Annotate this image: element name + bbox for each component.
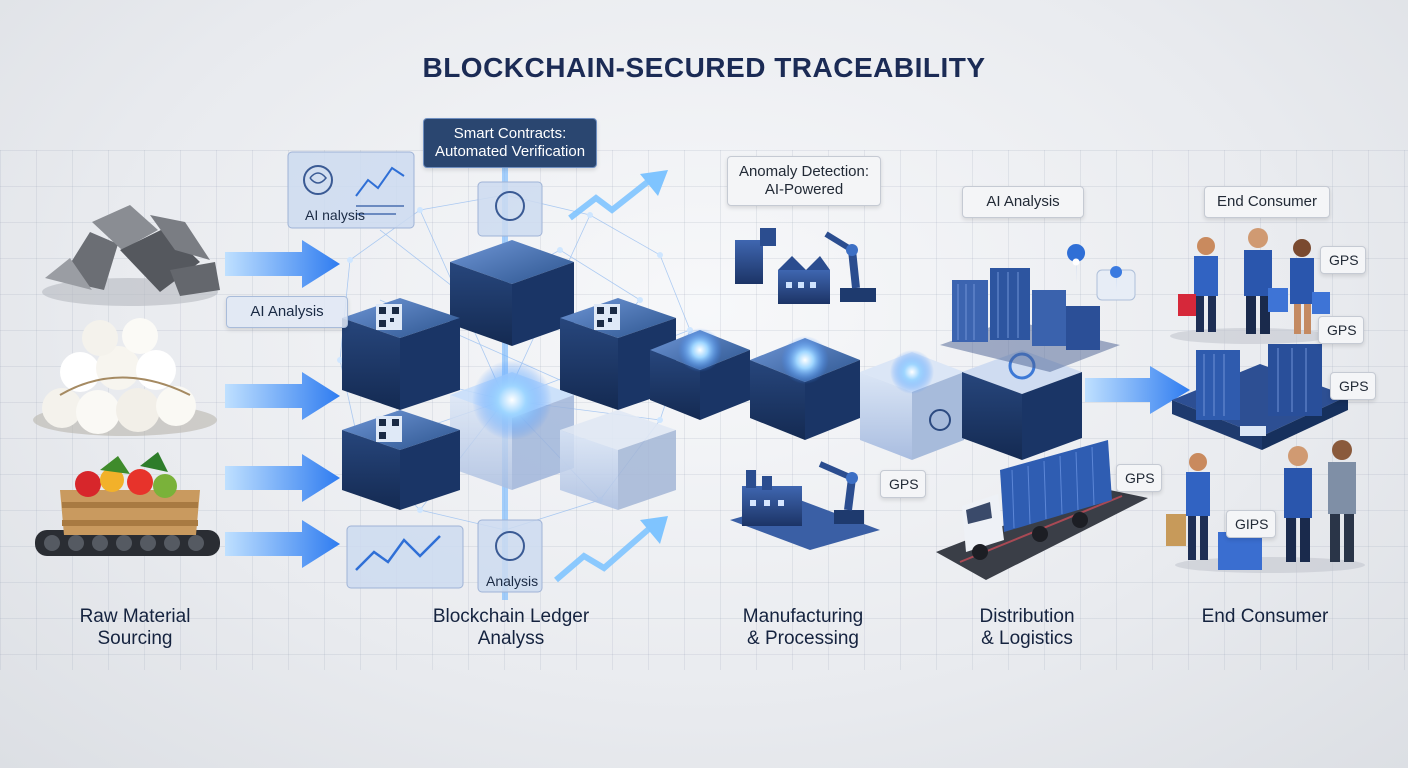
anomaly-line2: AI-Powered [764, 181, 844, 198]
stage-label-raw-material: Raw Material Sourcing [40, 606, 230, 650]
input-arrows [225, 240, 1190, 568]
stage-label-end-consumer: End Consumer [1170, 606, 1360, 628]
gps-badge-1: GPS [1320, 246, 1366, 274]
gps-badge-5: GPS [1116, 464, 1162, 492]
gps-badge-2: GPS [1318, 316, 1364, 344]
ledger-cube-left-lower [342, 410, 460, 510]
stage-label-blockchain-ledger: Blockchain Ledger Analyss [396, 606, 626, 650]
ledger-cube-left-upper [342, 298, 460, 410]
stage-label-line2: & Processing [747, 628, 859, 649]
chart-screen-bottom [346, 525, 464, 589]
gps-badge-6: GIPS [1226, 510, 1276, 538]
factory-icon-top [778, 256, 830, 304]
anomaly-detection-callout: Anomaly Detection: AI-Powered [727, 156, 881, 206]
analysis-tile-bottom [477, 519, 543, 593]
stage-label-line1: Blockchain Ledger [432, 606, 590, 627]
ai-analysis-right-label: AI Analysis [962, 186, 1084, 218]
brain-icon [495, 531, 525, 561]
ai-analysis-screen [287, 151, 415, 229]
location-pin-icon [1067, 244, 1086, 284]
smart-contracts-callout: Smart Contracts: Automated Verification [423, 118, 597, 168]
stage-label-line2: & Logistics [981, 628, 1073, 649]
robot-arm-icon-bottom [818, 461, 864, 524]
stage-label-line1: End Consumer [1201, 606, 1329, 627]
truck-icon [962, 440, 1112, 560]
shopping-bag-icon [1312, 292, 1330, 314]
container-stack [940, 268, 1120, 372]
raw-material-rocks [42, 205, 220, 306]
location-pin-badge [1096, 266, 1136, 301]
raw-material-cotton [33, 318, 217, 436]
container-icon [1268, 344, 1322, 416]
trend-arrow-bottom [554, 516, 668, 583]
raw-material-produce-crate [35, 452, 220, 556]
brain-icon [303, 165, 333, 195]
end-consumer-top-label: End Consumer [1204, 186, 1330, 218]
consumer-group-bottom [1166, 440, 1365, 573]
shopping-bag-icon [1166, 514, 1186, 546]
brain-tile-top [477, 181, 543, 237]
gps-badge-3: GPS [1330, 372, 1376, 400]
stage-label-line1: Manufacturing [742, 606, 864, 627]
ai-analysis-screen-label: AI nalysis [305, 207, 365, 223]
shopping-bag-icon [1218, 532, 1262, 570]
shopping-bag-icon [1178, 294, 1196, 316]
gps-badge-4: GPS [880, 470, 926, 498]
stage-label-line2: Sourcing [97, 628, 173, 649]
stage-label-line1: Raw Material [79, 606, 191, 627]
process-cube-1 [650, 328, 750, 420]
smart-contracts-line2: Automated Verification [434, 143, 586, 160]
machine-icon-top [735, 228, 776, 284]
robot-arm-icon-top [824, 231, 876, 302]
brain-icon [495, 191, 525, 221]
factory-icon-bottom [730, 470, 880, 550]
consumer-group-top [1170, 228, 1330, 344]
stage-label-manufacturing: Manufacturing & Processing [708, 606, 898, 650]
process-cube-3-glass [860, 350, 964, 460]
trend-arrow-top [568, 170, 668, 221]
stage-label-distribution: Distribution & Logistics [932, 606, 1122, 650]
analysis-bottom-label: Analysis [486, 573, 539, 589]
stage-label-line2: Analyss [477, 628, 545, 649]
fingerprint-icon [929, 409, 951, 431]
smart-contracts-line1: Smart Contracts: [453, 125, 567, 142]
stage-label-line1: Distribution [979, 606, 1075, 627]
shopping-bag-icon [1268, 288, 1288, 312]
ledger-cube-center-glow [450, 360, 574, 490]
page-title: BLOCKCHAIN-SECURED TRACEABILITY [422, 52, 986, 83]
ledger-cube-top-center [450, 240, 574, 346]
process-cube-2 [750, 336, 860, 440]
consumer-platform [1172, 344, 1348, 450]
ai-analysis-left-label: AI Analysis [226, 296, 348, 328]
container-icon [1196, 350, 1240, 420]
ledger-cube-right-lower [560, 410, 676, 510]
anomaly-line1: Anomaly Detection: [738, 163, 870, 180]
